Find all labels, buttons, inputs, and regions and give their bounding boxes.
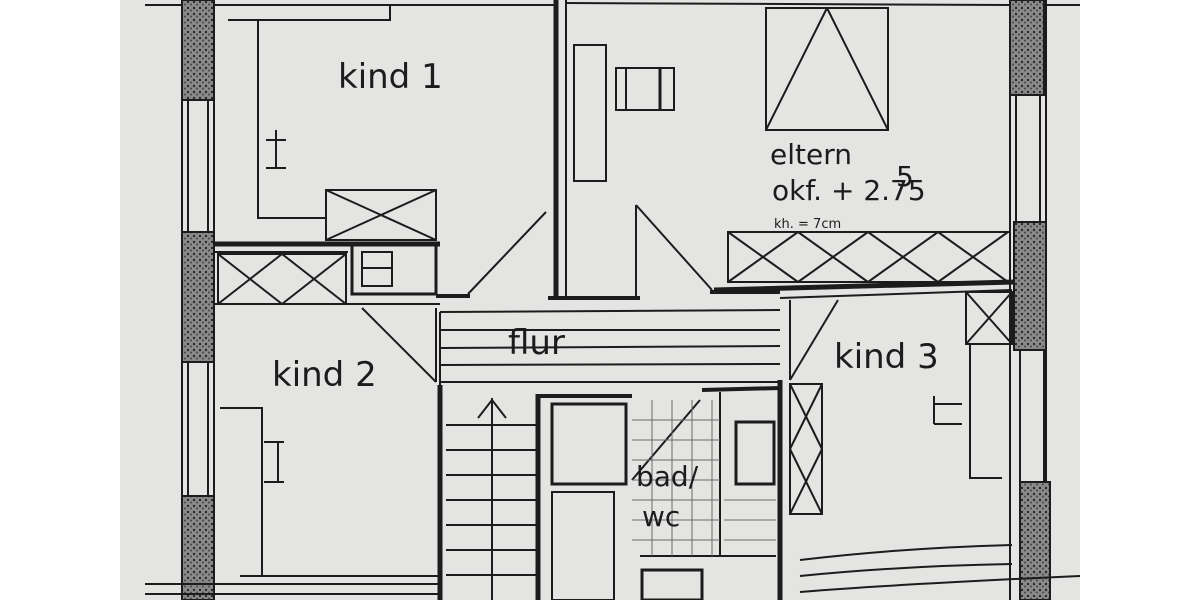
label-level: okf. + 2.75 <box>772 174 926 207</box>
eltern-south-wall <box>713 231 1015 293</box>
interior-wall-center <box>553 0 675 298</box>
room-kind2-outline <box>220 407 440 577</box>
room-kind3-outline <box>779 289 1081 593</box>
flur-area <box>361 204 839 390</box>
bathroom-tiles <box>632 400 776 556</box>
staircase <box>437 385 541 600</box>
label-kind1: kind 1 <box>338 57 443 97</box>
eltern-wardrobe <box>765 7 889 131</box>
label-flur: flur <box>508 323 565 363</box>
room-kind1-outline <box>228 5 437 241</box>
wall-kind1-kind2 <box>214 241 470 305</box>
label-level-suffix: 5 <box>896 160 914 193</box>
label-ceiling-height: kh. = 7cm <box>774 217 841 232</box>
label-kind2: kind 2 <box>272 355 377 395</box>
label-wc: wc <box>642 500 680 533</box>
left-exterior-wall <box>181 0 215 600</box>
right-exterior-wall <box>1009 0 1051 600</box>
label-eltern: eltern <box>770 138 852 171</box>
bathroom <box>540 380 783 600</box>
bottom-exterior-wall <box>145 583 440 595</box>
label-bad: bad/ <box>636 460 699 493</box>
label-kind3: kind 3 <box>834 337 939 377</box>
